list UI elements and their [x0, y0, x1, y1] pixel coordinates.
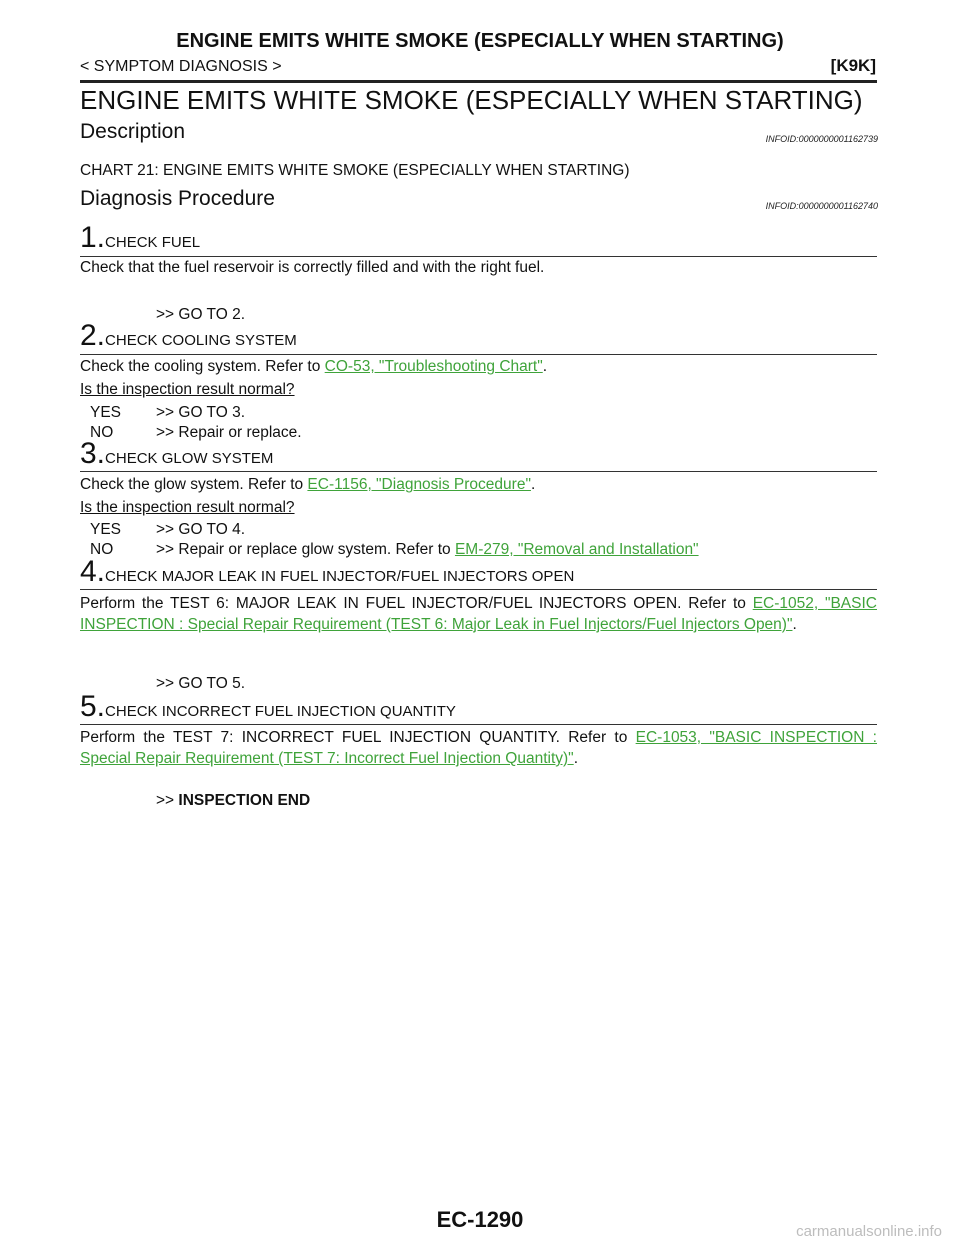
- step-number: 5.: [80, 690, 106, 723]
- step-4-header: 4.CHECK MAJOR LEAK IN FUEL INJECTOR/FUEL…: [80, 557, 574, 587]
- step-4-text-pre: Perform the TEST 6: MAJOR LEAK IN FUEL I…: [80, 595, 753, 612]
- step-title: CHECK COOLING SYSTEM: [105, 332, 297, 349]
- step-5-result-prefix: >>: [156, 792, 175, 809]
- step-3-question: Is the inspection result normal?: [80, 499, 295, 516]
- page-number: EC-1290: [436, 1207, 524, 1232]
- step-title: CHECK INCORRECT FUEL INJECTION QUANTITY: [105, 703, 456, 720]
- step-2-question: Is the inspection result normal?: [80, 381, 295, 398]
- step-5-text-pre: Perform the TEST 7: INCORRECT FUEL INJEC…: [80, 729, 636, 746]
- step-number: 4.: [80, 555, 106, 588]
- breadcrumb: < SYMPTOM DIAGNOSIS >: [80, 58, 282, 75]
- watermark: carmanualsonline.info: [796, 1223, 942, 1240]
- description-infoid: INFOID:0000000001162739: [765, 134, 878, 144]
- step-5-text-post: .: [573, 750, 578, 767]
- step-title: CHECK GLOW SYSTEM: [105, 450, 274, 467]
- step-3-no-label: NO: [90, 541, 114, 558]
- diagnosis-infoid: INFOID:0000000001162740: [765, 201, 878, 211]
- step-5-reference-link[interactable]: EC-1053, "BASIC INSPECTION : Special Rep…: [80, 729, 877, 767]
- step-1-result: >> GO TO 2.: [156, 306, 246, 323]
- step-3-text-post: .: [530, 476, 536, 493]
- step-1-header: 1.CHECK FUEL: [80, 223, 200, 253]
- step-3-no-result: >> Repair or replace glow system. Refer …: [156, 541, 699, 559]
- diagnosis-heading: Diagnosis Procedure: [80, 187, 275, 210]
- step-divider: [80, 471, 877, 472]
- header-divider: [80, 80, 877, 83]
- step-title: CHECK MAJOR LEAK IN FUEL INJECTOR/FUEL I…: [105, 568, 575, 585]
- description-heading: Description: [80, 120, 186, 143]
- step-3-yes-result: >> GO TO 4.: [156, 521, 246, 538]
- step-5-text: Perform the TEST 7: INCORRECT FUEL INJEC…: [80, 727, 877, 769]
- step-5-result-text: INSPECTION END: [178, 792, 311, 809]
- step-3-text-pre: Check the glow system. Refer to: [80, 476, 308, 493]
- step-4-text-post: .: [792, 616, 797, 633]
- step-3-no-text: >> Repair or replace glow system. Refer …: [156, 541, 455, 558]
- step-3-yes-label: YES: [90, 521, 122, 538]
- step-2-no-label: NO: [90, 424, 114, 441]
- step-2-yes-result: >> GO TO 3.: [156, 404, 246, 421]
- step-5-result: >> INSPECTION END: [156, 792, 310, 810]
- step-divider: [80, 724, 877, 725]
- step-1-text: Check that the fuel reservoir is correct…: [80, 259, 545, 276]
- step-divider: [80, 256, 877, 257]
- step-4-result: >> GO TO 5.: [156, 675, 246, 692]
- step-2-header: 2.CHECK COOLING SYSTEM: [80, 321, 297, 351]
- step-2-text-post: .: [542, 358, 548, 375]
- step-divider: [80, 589, 877, 590]
- step-2-text: Check the cooling system. Refer to CO-53…: [80, 358, 547, 376]
- step-3-text: Check the glow system. Refer to EC-1156,…: [80, 476, 535, 494]
- step-number: 1.: [80, 221, 106, 254]
- main-heading: ENGINE EMITS WHITE SMOKE (ESPECIALLY WHE…: [80, 85, 863, 115]
- step-4-reference-link[interactable]: EC-1052, "BASIC INSPECTION : Special Rep…: [80, 595, 877, 633]
- step-3-reference-link[interactable]: EC-1156, "Diagnosis Procedure": [307, 476, 531, 493]
- step-3-no-reference-link[interactable]: EM-279, "Removal and Installation": [454, 541, 699, 558]
- model-code: [K9K]: [830, 56, 876, 75]
- step-2-yes-label: YES: [90, 404, 122, 421]
- step-2-no-result: >> Repair or replace.: [156, 424, 302, 441]
- step-divider: [80, 354, 877, 355]
- step-title: CHECK FUEL: [105, 234, 201, 251]
- step-2-reference-link[interactable]: CO-53, "Troubleshooting Chart": [324, 358, 543, 375]
- step-2-text-pre: Check the cooling system. Refer to: [80, 358, 325, 375]
- step-number: 2.: [80, 319, 106, 352]
- step-5-header: 5.CHECK INCORRECT FUEL INJECTION QUANTIT…: [80, 692, 456, 722]
- page-header-title: ENGINE EMITS WHITE SMOKE (ESPECIALLY WHE…: [176, 30, 784, 52]
- description-text: CHART 21: ENGINE EMITS WHITE SMOKE (ESPE…: [80, 162, 630, 179]
- step-4-text: Perform the TEST 6: MAJOR LEAK IN FUEL I…: [80, 593, 877, 635]
- step-number: 3.: [80, 437, 106, 470]
- step-3-header: 3.CHECK GLOW SYSTEM: [80, 439, 273, 469]
